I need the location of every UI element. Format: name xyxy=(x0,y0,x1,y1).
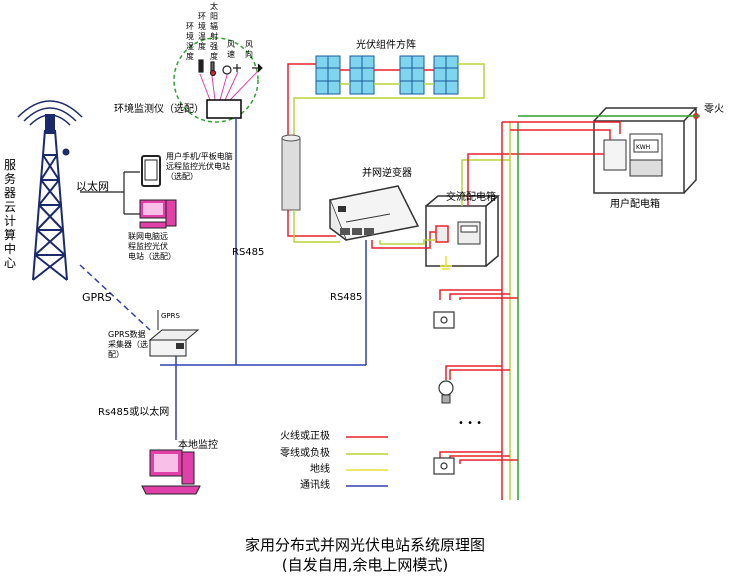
legend-lines xyxy=(346,436,388,487)
gprs-collector-device xyxy=(148,310,200,357)
meter-tag: KWH xyxy=(636,144,651,151)
pv-dc-wiring xyxy=(287,63,485,138)
sensor-group-outline xyxy=(173,37,259,123)
legend-neutral-label: 零线或负极 xyxy=(280,448,330,459)
inverter-label: 并网逆变器 xyxy=(362,168,412,179)
ethernet-lines xyxy=(80,171,140,215)
rs485-right-label: RS485 xyxy=(330,292,363,303)
pv-array-label: 光伏组件方阵 xyxy=(356,40,416,51)
env-humidity-label: 环境湿度 xyxy=(186,22,194,61)
light-bulb-icon xyxy=(438,380,454,404)
diagram-title: 家用分布式并网光伏电站系统原理图 xyxy=(244,536,485,554)
ac-distribution-box xyxy=(425,195,501,267)
live-neutral-label: 零火 xyxy=(704,104,724,115)
env-monitor-label: 环境监测仪（选配） xyxy=(114,104,204,115)
server-center-label: 服务器云计算中心 xyxy=(4,158,17,270)
wind-direction-label: 风向 xyxy=(245,40,253,59)
legend-ground-label: 地线 xyxy=(310,464,330,475)
ac-box-label: 交流配电箱 xyxy=(446,192,496,203)
diagram-subtitle: (自发自用,余电上网模式) xyxy=(281,556,449,574)
ellipsis-label: • • • xyxy=(458,418,483,429)
solar-irradiance-label: 太阳辐射强度 xyxy=(210,2,218,61)
local-monitor-label: 本地监控 xyxy=(178,440,218,451)
env-temp-label: 环境温度 xyxy=(198,12,206,51)
user-distribution-box xyxy=(593,107,698,194)
gprs-device-tag: GPRS xyxy=(161,312,180,320)
inverter-device xyxy=(328,185,420,241)
legend-live-label: 火线或正极 xyxy=(280,431,330,442)
antenna-tower-icon xyxy=(17,100,83,281)
legend-comm-label: 通讯线 xyxy=(300,480,330,491)
dc-combiner xyxy=(281,134,301,211)
env-monitor-box xyxy=(206,99,242,119)
rs485-left-label: RS485 xyxy=(232,247,265,258)
outlet-icons xyxy=(433,311,455,475)
comm-lines xyxy=(160,118,367,440)
pc-monitor-label: 联网电脑远程监控光伏电站（选配） xyxy=(128,232,176,261)
sensor-wires xyxy=(199,71,258,101)
gprs-link xyxy=(79,264,151,331)
gprs-collector-label: GPRS数据采集器（选配） xyxy=(108,330,148,359)
power-wiring xyxy=(371,115,700,500)
ethernet-label: 以太网 xyxy=(76,180,109,193)
wind-speed-label: 风速 xyxy=(227,40,235,59)
rs485-or-ethernet-label: Rs485或以太网 xyxy=(98,407,170,418)
sensor-icons xyxy=(198,59,263,77)
tablet-icon xyxy=(141,155,161,187)
combiner-to-inverter xyxy=(287,210,340,243)
local-pc-icon xyxy=(141,449,201,495)
user-box-label: 用户配电箱 xyxy=(610,199,660,210)
pv-panels xyxy=(315,55,459,95)
phone-monitor-label: 用户手机/平板电脑远程监控光伏电站（选配） xyxy=(166,152,233,181)
gprs-label: GPRS xyxy=(82,291,112,304)
remote-pc-icon xyxy=(139,199,177,229)
